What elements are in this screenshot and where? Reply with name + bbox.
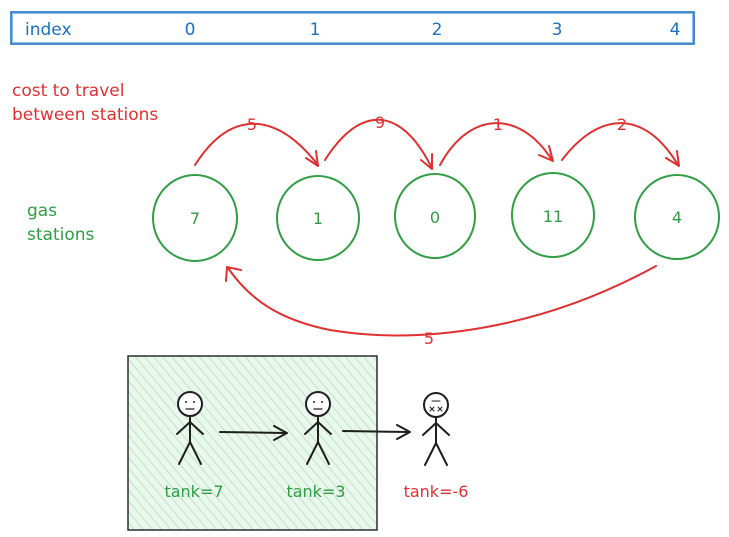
station-circle-4	[634, 174, 720, 260]
index-label: index	[25, 20, 72, 40]
return-cost-value: 5	[424, 329, 434, 348]
person-1	[176, 391, 204, 465]
index-bar: index 0 1 2 3 4	[10, 11, 695, 45]
person-2-head	[305, 391, 331, 417]
index-value-4: 4	[670, 20, 681, 40]
cost-label-line1: cost to travel	[12, 81, 124, 101]
station-circle-3	[511, 172, 595, 258]
cost-label-line2: between stations	[12, 105, 158, 125]
gas-label-line2: stations	[27, 225, 95, 245]
station-value-1: 1	[313, 209, 323, 228]
cost-arrow-2-3	[439, 122, 553, 166]
move-arrowhead-1	[273, 425, 288, 441]
move-arrows	[219, 424, 411, 441]
person-2	[304, 391, 332, 465]
gas-label-line1: gas	[27, 201, 57, 221]
index-bar-frame	[10, 11, 695, 45]
person-3-head	[423, 392, 449, 418]
person-3-arms	[422, 421, 450, 436]
reachable-region	[127, 355, 378, 531]
return-arrow	[227, 265, 657, 337]
cost-arrowhead-2-3	[538, 145, 554, 162]
station-circle-0	[152, 174, 238, 262]
person-2-legs	[306, 439, 330, 465]
cost-value-2: 1	[493, 115, 503, 134]
stations	[152, 172, 720, 262]
index-value-0: 0	[185, 20, 196, 40]
person-1-legs	[178, 439, 202, 465]
cost-arrow-0-1	[194, 122, 319, 166]
move-arrowhead-2	[396, 424, 411, 440]
person-3-eye-right	[437, 406, 443, 412]
person-1-eye-left	[185, 401, 187, 403]
person-2-eye-left	[313, 401, 315, 403]
return-arrowhead	[225, 266, 242, 282]
cost-arrowhead-1-2	[420, 153, 433, 170]
person-2-eye-right	[321, 401, 323, 403]
index-value-2: 2	[432, 20, 443, 40]
station-value-3: 11	[543, 207, 563, 226]
cost-arrows	[194, 118, 680, 337]
person-3-legs	[424, 440, 448, 466]
cost-value-1: 9	[375, 113, 385, 132]
tank-label-1: tank=7	[164, 482, 223, 501]
cost-value-3: 2	[617, 115, 627, 134]
cost-arrow-1-2	[324, 118, 433, 169]
station-circle-2	[394, 173, 476, 259]
move-arrow-2	[342, 430, 410, 433]
person-3	[422, 392, 450, 466]
cost-arrow-3-4	[561, 122, 679, 166]
station-value-4: 4	[672, 208, 682, 227]
station-value-2: 0	[430, 208, 440, 227]
station-value-0: 7	[190, 209, 200, 228]
person-3-eye-left	[429, 406, 435, 412]
index-value-1: 1	[310, 20, 321, 40]
move-arrow-1	[219, 431, 287, 434]
tank-label-3: tank=-6	[404, 482, 469, 501]
person-1-eye-right	[193, 401, 195, 403]
cost-arrowhead-3-4	[665, 150, 680, 167]
person-1-arms	[176, 420, 204, 435]
cost-arrowhead-0-1	[305, 150, 319, 167]
person-2-arms	[304, 420, 332, 435]
station-circle-1	[276, 175, 360, 261]
tank-label-2: tank=3	[286, 482, 345, 501]
cost-value-0: 5	[247, 115, 257, 134]
person-1-head	[177, 391, 203, 417]
index-value-3: 3	[552, 20, 563, 40]
index-bar-frame-sketch	[12, 13, 693, 43]
